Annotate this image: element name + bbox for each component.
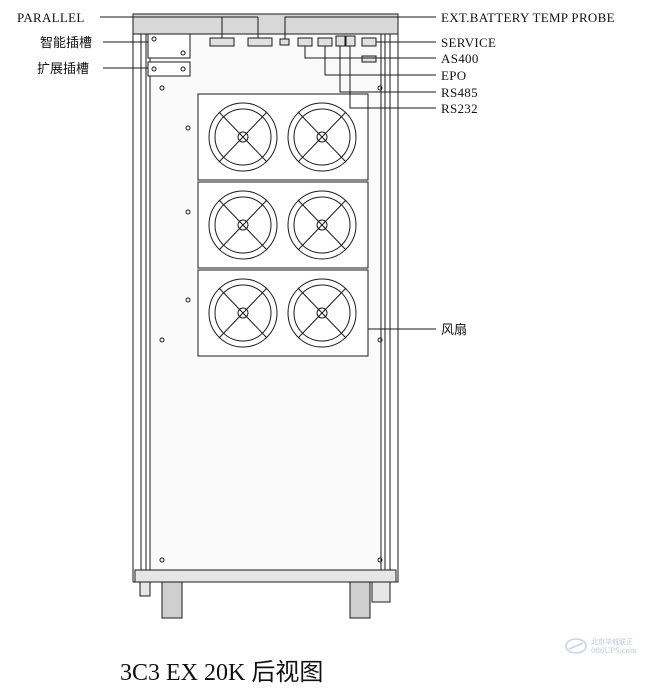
rs485-port [335,35,346,47]
label-epo: EPO [441,68,467,83]
parallel-port-1 [209,37,235,47]
label-as400: AS400 [441,51,479,66]
label-ext-battery-temp-probe: EXT.BATTERY TEMP PROBE [441,10,615,25]
label-parallel: PARALLEL [17,10,85,25]
foot-left [139,581,151,597]
watermark: 北京华城联正 086UPS.com [565,633,655,661]
diagram-caption: 3C3 EX 20K 后视图 [120,660,324,686]
leader-rs485 [339,46,436,93]
label-rs485: RS485 [441,85,478,100]
epo-port [317,37,333,47]
leader-ext-battery [284,16,436,39]
watermark-line-2: 086UPS.com [591,647,637,655]
leader-parallel [100,16,259,38]
leader-rs232 [349,46,436,109]
label-fan: 风扇 [441,322,468,337]
label-smart-slot: 智能插槽 [40,35,93,50]
wheel-right [349,581,371,619]
leader-epo [324,46,436,76]
watermark-line-1: 北京华城联正 [591,638,633,646]
expansion-slot [147,61,191,77]
watermark-logo-icon [565,638,587,654]
label-rs232: RS232 [441,101,478,116]
foot-right [371,581,391,603]
service-port [361,37,377,47]
label-expansion-slot: 扩展插槽 [37,61,90,76]
cabinet-base [134,569,397,583]
smart-slot [147,33,191,59]
fan-module-2 [197,181,369,269]
rs232-port [345,35,356,47]
wheel-left [161,581,183,619]
leader-as400 [304,46,436,59]
as400-port [297,37,313,47]
watermark-text: 北京华城联正 086UPS.com [591,638,637,656]
fan-module-1 [197,93,369,181]
fan-module-3 [197,269,369,357]
ext-battery-port [279,38,290,46]
label-service: SERVICE [441,35,497,50]
aux-port [361,55,377,63]
parallel-port-2 [247,37,273,47]
